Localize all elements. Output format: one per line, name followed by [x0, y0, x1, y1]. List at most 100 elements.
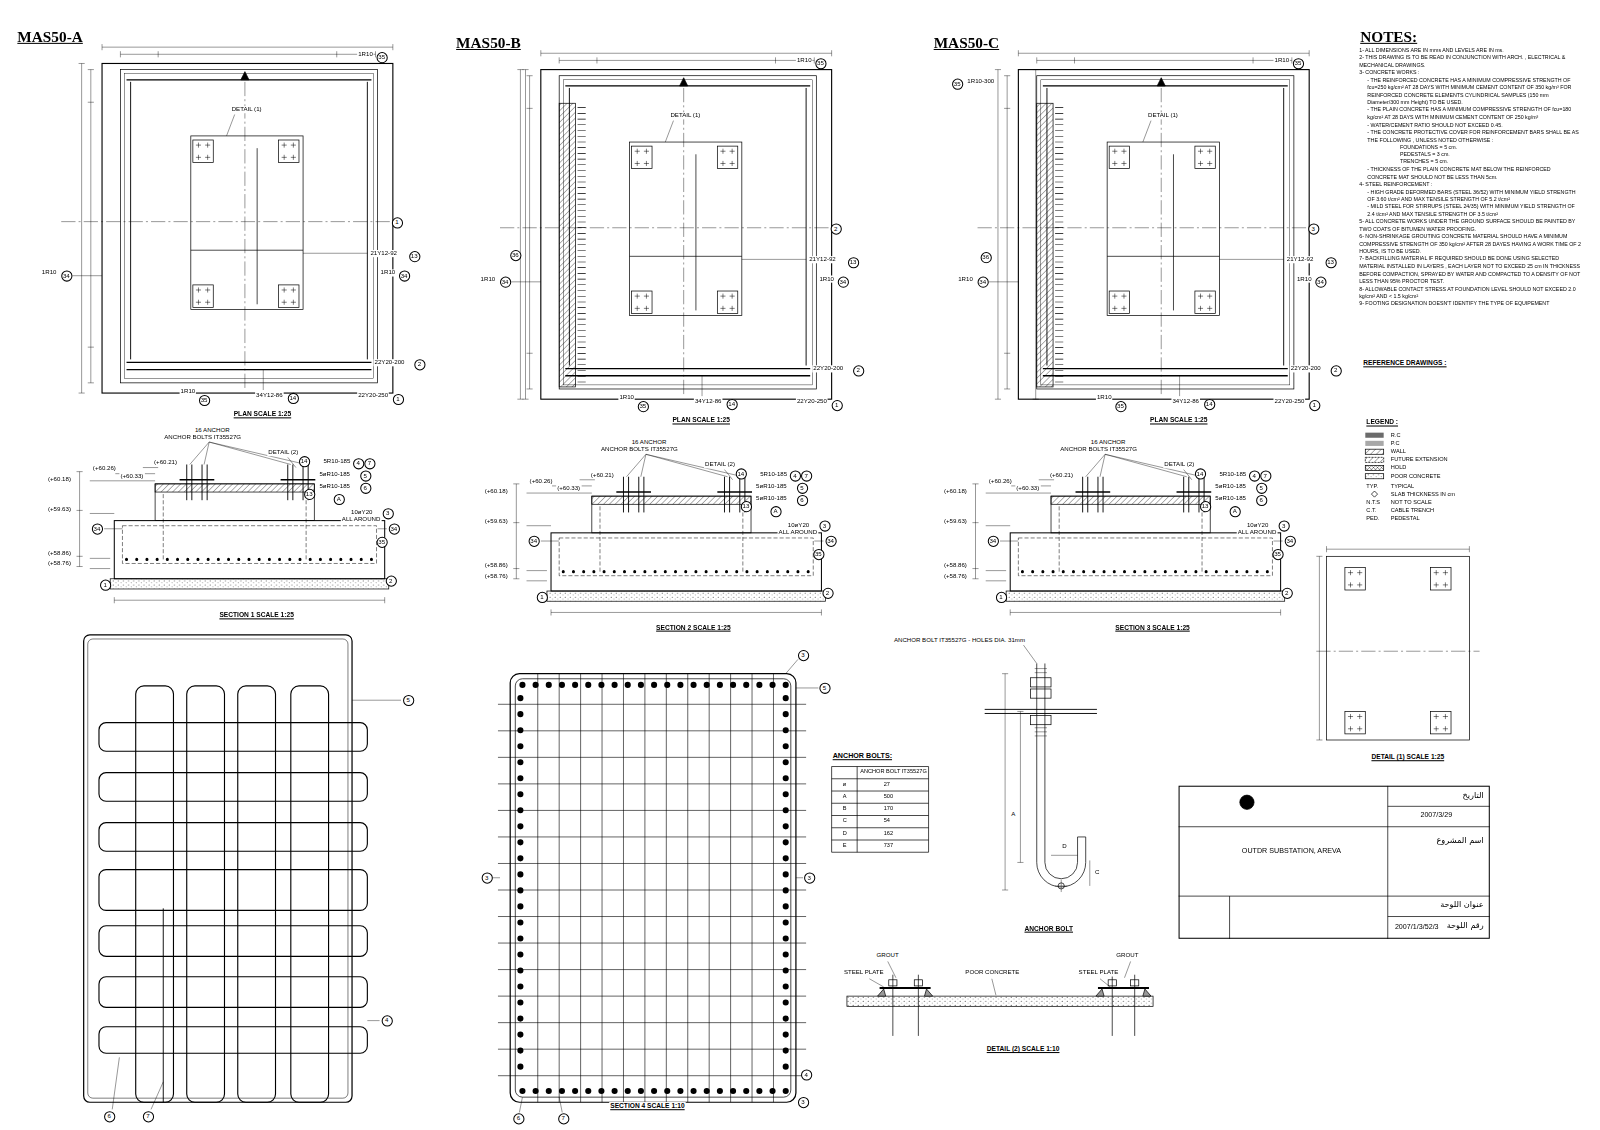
- callout-circle: 3: [481, 872, 492, 883]
- callout-circle: 34: [499, 276, 510, 287]
- callout-number: 3: [823, 522, 826, 528]
- callout-number: 1: [540, 594, 543, 600]
- callout-number: 1: [835, 402, 838, 408]
- dimension-label: C: [1094, 869, 1100, 876]
- legend-swatch: [1365, 441, 1383, 446]
- dimension-label: (+60.21): [590, 471, 615, 478]
- callout-number: 34: [827, 538, 834, 544]
- callout-circle: 34: [61, 270, 72, 281]
- table-cell: 737: [883, 842, 894, 849]
- dimension-label: ALL AROUND: [1237, 529, 1278, 536]
- callout-circle: 34: [977, 276, 988, 287]
- callout-circle: 13: [304, 488, 315, 499]
- callout-circle: 7: [142, 1111, 153, 1122]
- table-cell: TYPICAL: [1390, 483, 1415, 490]
- callout-number: 7: [804, 472, 807, 478]
- callout-circle: 13: [847, 257, 858, 268]
- callout-number: 34: [1317, 279, 1324, 285]
- table-title: ANCHOR BOLTS:: [832, 752, 893, 760]
- callout-circle: 1: [1309, 399, 1320, 410]
- callout-number: 6: [517, 1115, 520, 1121]
- dimension-label: GROUT: [876, 952, 900, 959]
- callout-number: 7: [146, 1113, 149, 1119]
- dimension-label: (+58.86): [943, 562, 968, 569]
- notes-column: 1- ALL DIMENSIONS ARE IN mms AND LEVELS …: [1359, 47, 1581, 308]
- dimension-label: 1R10: [1096, 394, 1113, 401]
- note-text: 4- STEEL REINFORCEMENT :: [1359, 181, 1581, 188]
- callout-circle: 4: [381, 1015, 392, 1026]
- callout-number: 34: [979, 279, 986, 285]
- callout-number: 36: [512, 252, 519, 258]
- dimension-label: 5øR10-185: [755, 483, 788, 490]
- note-text: 8- ALLOWABLE CONTACT STRESS AT FOUNDATIO…: [1359, 285, 1581, 300]
- view-title: MAS50-A: [16, 29, 84, 46]
- view-caption: SECTION 4 SCALE 1:10: [609, 1102, 685, 1110]
- callout-number: 2: [389, 578, 392, 584]
- callout-circle: 35: [1292, 58, 1303, 69]
- callout-circle: 14: [298, 456, 309, 467]
- callout-number: 35: [201, 397, 208, 403]
- callout-number: A: [773, 508, 777, 514]
- dimension-label: 16 ANCHOR: [631, 439, 668, 446]
- callout-number: 35: [1117, 403, 1124, 409]
- callout-circle: 6: [513, 1113, 524, 1124]
- callout-circle: 3: [382, 508, 393, 519]
- note-text: - WATER/CEMENT RATIO SHOULD NOT EXCEED 0…: [1367, 121, 1581, 128]
- dimension-label: STEEL PLATE: [843, 969, 885, 976]
- view-title: MAS50-C: [933, 35, 1001, 52]
- callout-number: 4: [793, 472, 796, 478]
- callout-circle: 1: [831, 399, 842, 410]
- callout-circle: 2: [822, 587, 833, 598]
- dimension-label: (+60.33): [556, 485, 581, 492]
- callout-number: 34: [390, 526, 397, 532]
- callout-number: 1: [999, 594, 1002, 600]
- callout-circle: 5: [1256, 482, 1267, 493]
- callout-number: 3: [801, 1099, 804, 1105]
- note-text: 7- BACKFILLING MATERIAL IF REQUIRED SHOU…: [1359, 255, 1581, 285]
- note-text: 6- NON-SHRINKAGE GROUTING CONCRETE MATER…: [1359, 233, 1581, 255]
- dimension-label: 16 ANCHOR: [1090, 439, 1127, 446]
- callout-circle: 34: [91, 523, 102, 534]
- dimension-label: 1R10: [41, 269, 58, 276]
- dimension-label: ANCHOR BOLTS IT35527G: [1059, 446, 1138, 453]
- view-caption: LEGEND :: [1365, 418, 1399, 426]
- callout-number: A: [1233, 508, 1237, 514]
- dimension-label: 5R10-185: [759, 470, 788, 477]
- callout-circle: 35: [813, 548, 824, 559]
- table-cell: B: [842, 805, 848, 812]
- note-text: - HIGH GRADE DEFORMED BARS (STEEL 36/52)…: [1367, 188, 1581, 203]
- callout-circle: 4: [801, 1069, 812, 1080]
- table-cell: 54: [883, 817, 891, 824]
- dimension-label: DETAIL (1): [669, 112, 701, 119]
- title-block-text: OUTDR SUBSTATION, AREVA: [1241, 846, 1342, 855]
- callout-circle: 6: [796, 494, 807, 505]
- note-text: FOUNDATIONS = 5 cm.: [1400, 144, 1582, 151]
- callout-circle: 7: [364, 458, 375, 469]
- callout-number: 14: [1197, 470, 1204, 476]
- callout-number: 35: [1295, 60, 1302, 66]
- view-caption: SECTION 3 SCALE 1:25: [1114, 623, 1190, 631]
- callout-number: 4: [385, 1017, 388, 1023]
- view-caption: PLAN SCALE 1:25: [233, 410, 293, 418]
- callout-circle: 2: [385, 575, 396, 586]
- callout-circle: 3: [1278, 520, 1289, 531]
- callout-number: 14: [1206, 401, 1213, 407]
- callout-number: 3: [1282, 522, 1285, 528]
- dimension-label: (+58.86): [47, 550, 72, 557]
- legend-text: P.C: [1390, 440, 1401, 447]
- dimension-label: (+60.21): [1049, 471, 1074, 478]
- dimension-label: 10øY20: [1246, 521, 1269, 528]
- callout-circle: 5: [819, 682, 830, 693]
- callout-number: 14: [289, 395, 296, 401]
- table-cell: PEDESTAL: [1390, 515, 1421, 522]
- view-caption: PLAN SCALE 1:25: [1149, 416, 1209, 424]
- dimension-label: 34Y12-86: [255, 392, 284, 399]
- callout-number: 34: [530, 538, 537, 544]
- callout-circle: 1: [995, 591, 1006, 602]
- callout-number: 13: [1202, 503, 1209, 509]
- view-caption: SECTION 1 SCALE 1:25: [218, 611, 294, 619]
- callout-circle: 34: [398, 270, 409, 281]
- callout-circle: 2: [830, 223, 841, 234]
- note-text: TRENCHES = 5 cm.: [1400, 159, 1582, 166]
- note-text: 2- THIS DRAWING IS TO BE READ IN CONJUNC…: [1359, 54, 1581, 69]
